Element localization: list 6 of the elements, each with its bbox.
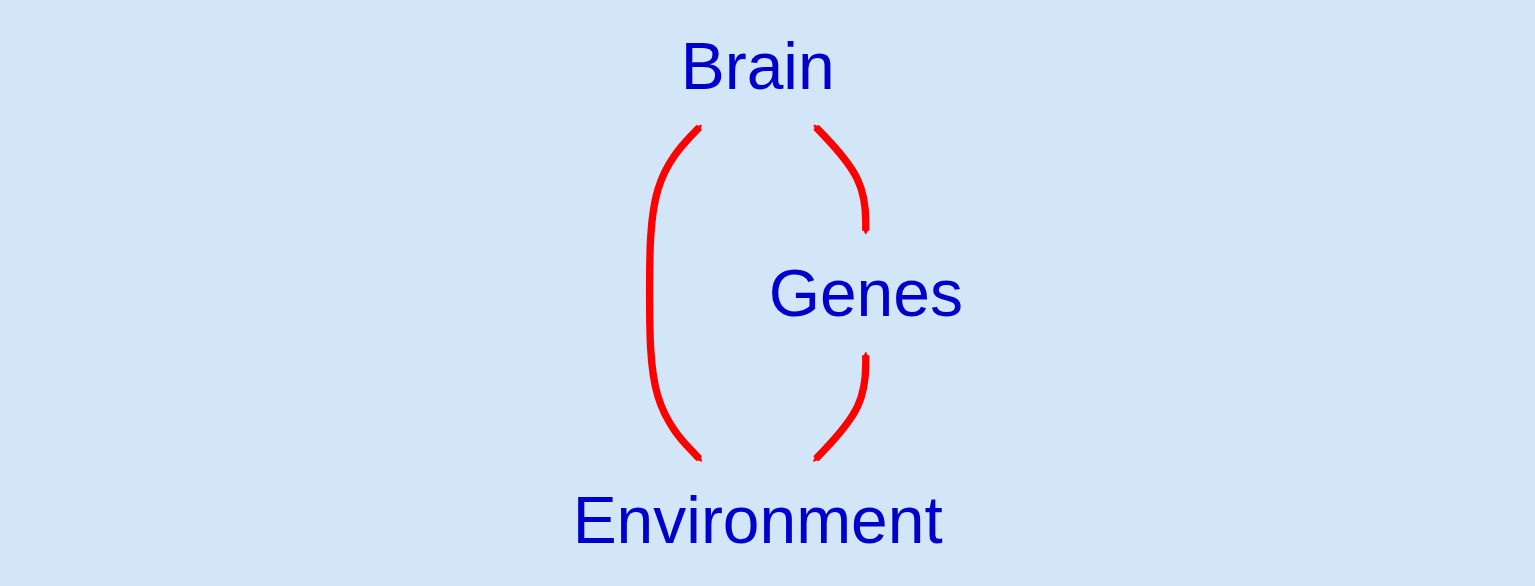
arrow xyxy=(812,351,870,462)
node-text: Genes xyxy=(768,256,963,330)
node-text: Environment xyxy=(572,483,943,557)
arrow xyxy=(813,124,870,235)
arrow xyxy=(645,124,702,462)
node-text: Brain xyxy=(680,29,835,103)
